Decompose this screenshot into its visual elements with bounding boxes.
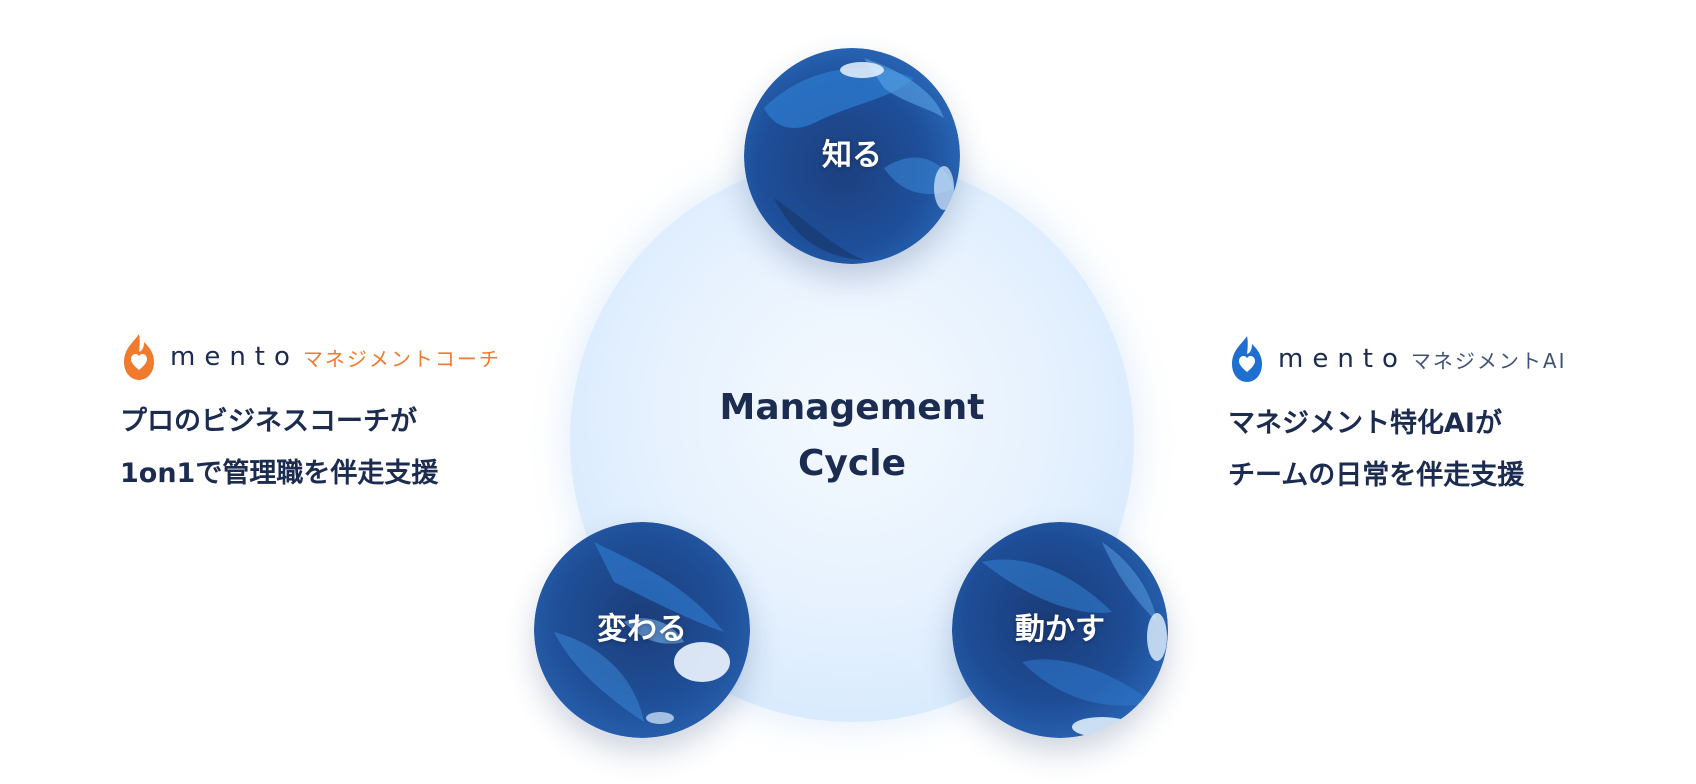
orb-change-label: 変わる [597, 612, 687, 647]
ai-tagline-line1: マネジメント特化AIが [1228, 408, 1502, 439]
cycle-title-line1: Management [719, 387, 985, 428]
orb-know: 知る [744, 48, 960, 264]
flame-heart-icon [124, 334, 154, 380]
brand-ai: mento マネジメントAI [1228, 332, 1567, 386]
coach-tagline-line1: プロのビジネスコーチが [120, 406, 417, 437]
orb-move: 動かす [952, 522, 1168, 738]
brand-coach: mento マネジメントコーチ [120, 330, 501, 384]
ai-tagline: マネジメント特化AIが チームの日常を伴走支援 [1228, 398, 1567, 502]
orb-change: 変わる [534, 522, 750, 738]
cycle-title: Management Cycle [570, 380, 1134, 492]
orb-know-label: 知る [822, 138, 882, 173]
orb-move-label: 動かす [1015, 612, 1105, 647]
flame-heart-icon [1232, 336, 1262, 382]
product-ai: mento マネジメントAI マネジメント特化AIが チームの日常を伴走支援 [1228, 332, 1567, 502]
brand-ai-wordmark: mento [1278, 344, 1407, 374]
cycle-title-line2: Cycle [798, 443, 906, 484]
marble-texture-icon [534, 522, 750, 738]
brand-coach-wordmark: mento [170, 342, 299, 372]
marble-texture-icon [744, 48, 960, 264]
coach-tagline-line2: 1on1で管理職を伴走支援 [120, 458, 439, 489]
coach-tagline: プロのビジネスコーチが 1on1で管理職を伴走支援 [120, 396, 501, 500]
marble-texture-icon [952, 522, 1168, 738]
product-coach: mento マネジメントコーチ プロのビジネスコーチが 1on1で管理職を伴走支… [120, 330, 501, 500]
brand-coach-subtitle: マネジメントコーチ [302, 346, 501, 371]
brand-ai-subtitle: マネジメントAI [1410, 348, 1567, 373]
ai-tagline-line2: チームの日常を伴走支援 [1228, 460, 1525, 491]
